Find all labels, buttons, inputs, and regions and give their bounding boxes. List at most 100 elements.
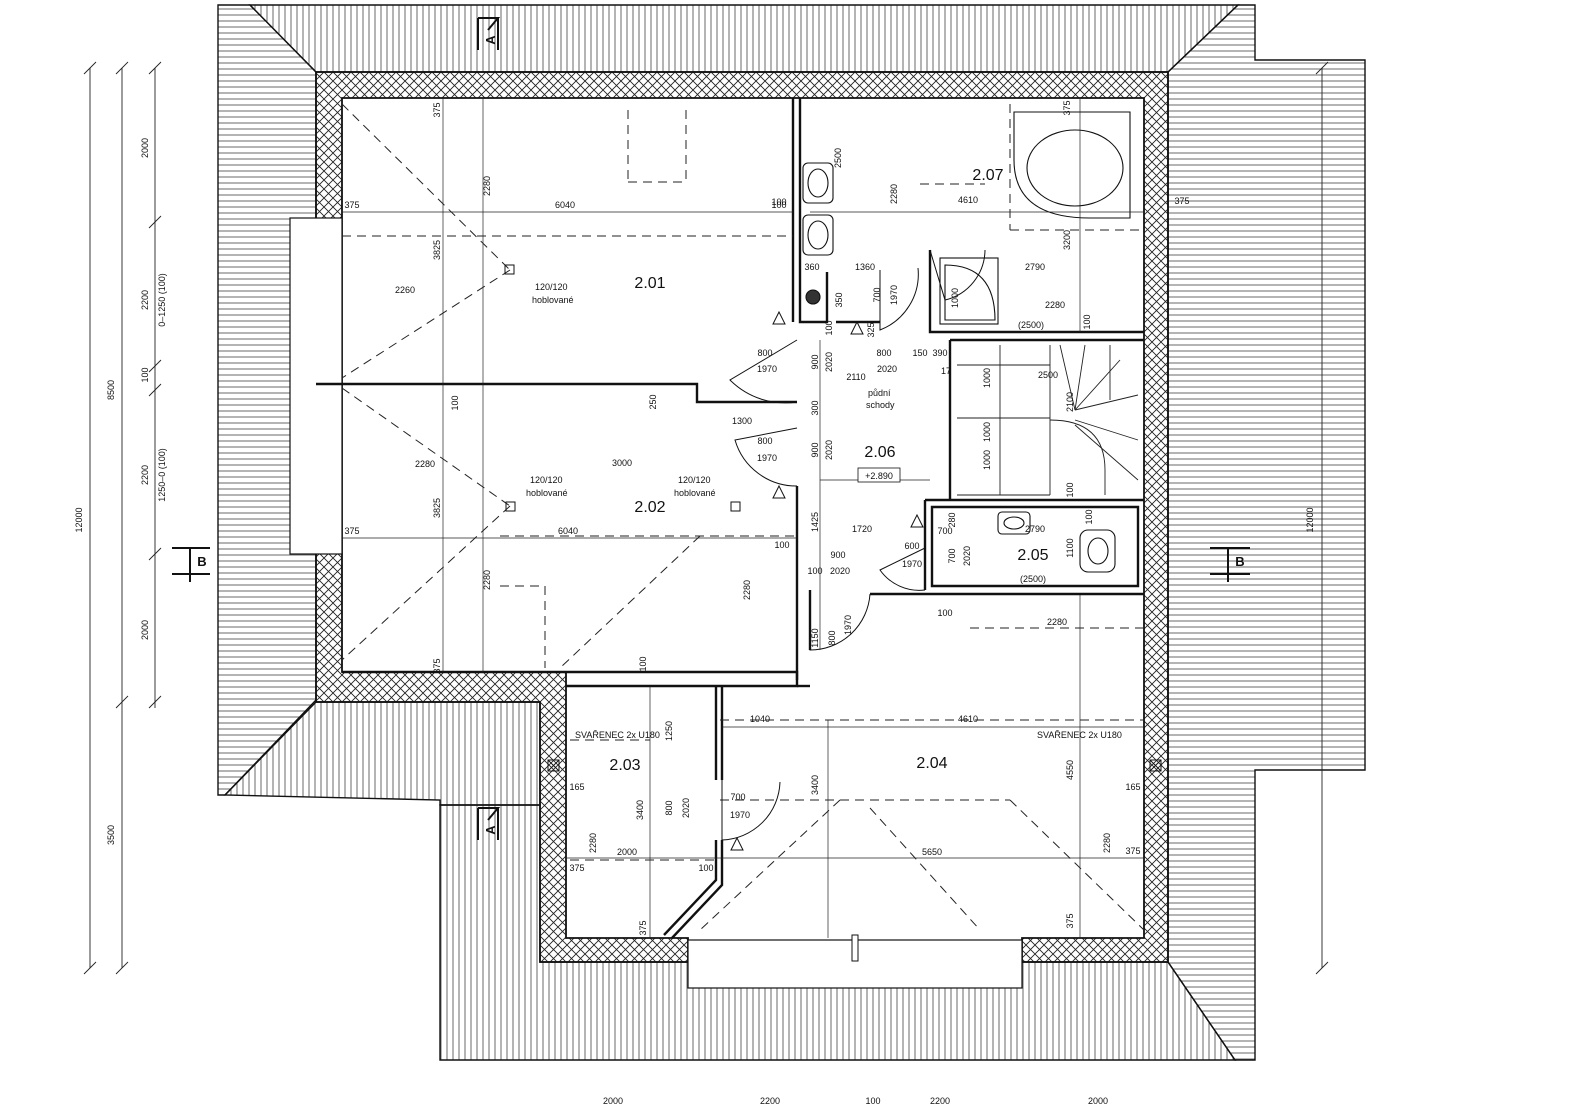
dim: 350: [834, 292, 844, 307]
dash-line: [341, 387, 511, 507]
warning-triangle-icon: [910, 513, 924, 528]
dim: 2280: [1045, 300, 1065, 310]
dim: 1970: [889, 285, 899, 305]
warning-triangle-icon: [850, 320, 864, 335]
section-b-left-marker: [172, 547, 210, 582]
dim: 800: [757, 436, 772, 446]
dim: 4610: [958, 714, 978, 724]
washbasin-2: [802, 214, 834, 256]
doors: [721, 249, 986, 841]
dim: 600: [904, 541, 919, 551]
dim: 4610: [958, 195, 978, 205]
post: [730, 501, 741, 512]
dim: 375: [1062, 100, 1072, 115]
dim: 1360: [855, 262, 875, 272]
dim: 100: [774, 540, 789, 550]
dash-line: [1009, 799, 1145, 931]
steel-marker: [1149, 759, 1162, 772]
dim: 100: [1082, 314, 1092, 329]
dim-bottom-3: 100: [865, 1096, 880, 1106]
beam-note-sub: hoblované: [526, 488, 568, 498]
shower: [939, 257, 999, 325]
dim: 3825: [432, 240, 442, 260]
outer-dimensions: 12000 8500 3500 2000 2200 100 2200 2000 …: [74, 138, 1315, 1106]
dim: 375: [432, 658, 442, 673]
dim: 375: [344, 200, 359, 210]
dim: 17: [941, 366, 951, 376]
section-a-top-marker: [477, 17, 501, 50]
room-labels: 2.01 2.02 2.03 2.04 2.05 2.06 2.07: [609, 167, 1048, 774]
warning-triangle-icon: [730, 836, 744, 851]
dim: 2280: [1047, 617, 1067, 627]
dashed-lines: [341, 103, 1145, 931]
section-markers: [172, 17, 1250, 840]
post: [504, 264, 515, 275]
room-label-2-04: 2.04: [916, 755, 947, 772]
left-dim-chains: [83, 61, 1329, 975]
dim: 1720: [852, 524, 872, 534]
wall-203-diag2: [671, 840, 724, 939]
dim-left-total: 12000: [74, 507, 84, 532]
dim: 250: [648, 394, 658, 409]
room-label-2-05: 2.05: [1017, 547, 1048, 564]
dim-left-2200a: 2200: [140, 290, 150, 310]
dim: 375: [1125, 846, 1140, 856]
dim: 280: [947, 512, 957, 527]
warning-triangle-icon: [772, 484, 786, 499]
wall-bath-west: [798, 98, 829, 324]
post: [505, 501, 516, 512]
dim: 6040: [555, 200, 575, 210]
dim: 2280: [889, 184, 899, 204]
dim: 5650: [922, 847, 942, 857]
section-a-bottom: A: [483, 825, 498, 835]
door-swing: [879, 547, 926, 591]
steel-marker: [547, 759, 560, 772]
dim: 375: [1174, 196, 1189, 206]
dim: 1000: [982, 422, 992, 442]
dim-bottom-2: 2200: [760, 1096, 780, 1106]
door-swing: [809, 590, 871, 651]
dim: 1970: [757, 453, 777, 463]
dim: 900: [830, 550, 845, 560]
level-mark: +2.890: [857, 467, 901, 483]
dim: 3825: [432, 498, 442, 518]
dim: 375: [569, 863, 584, 873]
beam-note-sub: hoblované: [532, 295, 574, 305]
dim: 390: [932, 348, 947, 358]
door-swing: [929, 249, 986, 301]
dim: 900: [810, 354, 820, 369]
level-mark-value: +2.890: [865, 471, 893, 481]
wc-basin: [997, 511, 1031, 535]
dim: 2280: [482, 570, 492, 590]
wc-basin-bowl: [1003, 516, 1025, 530]
shower-arc: [944, 264, 996, 321]
wall-205-inner: [930, 505, 1140, 588]
dim: 100: [1084, 509, 1094, 524]
door-swing: [721, 780, 781, 841]
dim: 1250: [664, 721, 674, 741]
dim: 2280: [482, 176, 492, 196]
stair-winder: [1074, 359, 1121, 411]
dim: 100: [638, 656, 648, 671]
room-label-2-02: 2.02: [634, 499, 665, 516]
dim-left-2200b: 2200: [140, 465, 150, 485]
dim: 2280: [588, 833, 598, 853]
dim-left-2000b: 2000: [140, 620, 150, 640]
beam-note: 120/120: [678, 475, 711, 485]
inner-dimensions: 375 2280 375 6040 100 3825 2260 100 250 …: [344, 100, 1189, 935]
dim: 2020: [877, 364, 897, 374]
dim: 700: [872, 287, 882, 302]
bath-note: (2500): [1018, 320, 1044, 330]
dim: 1970: [730, 810, 750, 820]
wall-bath-shower: [928, 250, 1144, 334]
dim: 2020: [681, 798, 691, 818]
dim: 800: [827, 630, 837, 645]
dim: 1100: [1065, 538, 1075, 557]
dim: 100: [450, 395, 460, 410]
dim: 325: [866, 322, 876, 337]
dim: 150: [912, 348, 927, 358]
dim: 2280: [742, 580, 752, 600]
door-swing: [879, 267, 919, 331]
dim: 2020: [824, 352, 834, 372]
dim: 100: [698, 863, 713, 873]
